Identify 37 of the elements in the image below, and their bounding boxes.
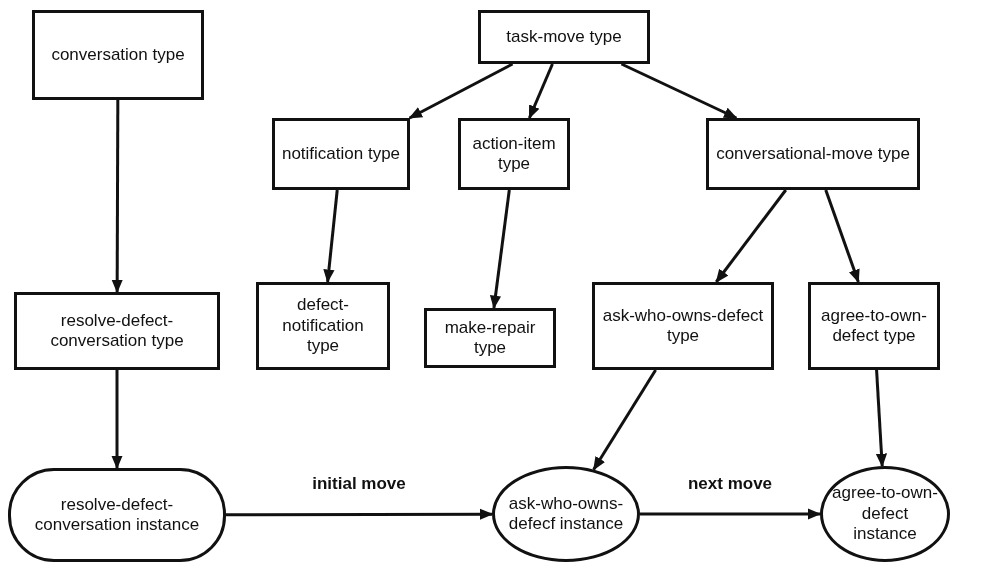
type-box [458, 118, 570, 190]
type-box [706, 118, 920, 190]
type-box [424, 308, 556, 368]
type-box [272, 118, 410, 190]
node-label: conversational-move type [716, 143, 910, 165]
arrow [408, 62, 514, 120]
node-label: task-move type [506, 26, 622, 48]
edge-label: initial move [312, 474, 406, 495]
node-label: resolve-defect-conversation instance [33, 494, 201, 536]
node-label: notification type [281, 143, 401, 165]
node-label: agree-to-own-defect type [820, 305, 928, 347]
arrow [824, 189, 860, 284]
type-box [592, 282, 774, 370]
node-label: conversation type [51, 44, 185, 66]
node-label: agree-to-own-defect instance [831, 483, 939, 545]
edge-label: next move [687, 474, 773, 494]
node-label: resolve-defect-conversation type [49, 310, 185, 352]
arrow [715, 189, 787, 283]
arrow [489, 189, 511, 310]
type-box [256, 282, 390, 370]
arrow [111, 370, 123, 470]
arrow [620, 62, 738, 120]
node-label: ask-who-owns-defecf instance [507, 493, 625, 535]
node-label: defect-notification type [281, 295, 365, 357]
type-box [14, 292, 220, 370]
arrow [226, 508, 494, 520]
type-box [478, 10, 650, 64]
arrow [323, 189, 339, 284]
node-label: ask-who-owns-defect type [601, 305, 765, 347]
arrow [875, 369, 888, 468]
type-box [808, 282, 940, 370]
node-label: action-item type [471, 133, 557, 175]
arrow [528, 63, 554, 120]
node-label: make-repair type [443, 317, 537, 359]
arrow [111, 100, 123, 294]
type-box [32, 10, 204, 100]
arrow [640, 508, 822, 520]
